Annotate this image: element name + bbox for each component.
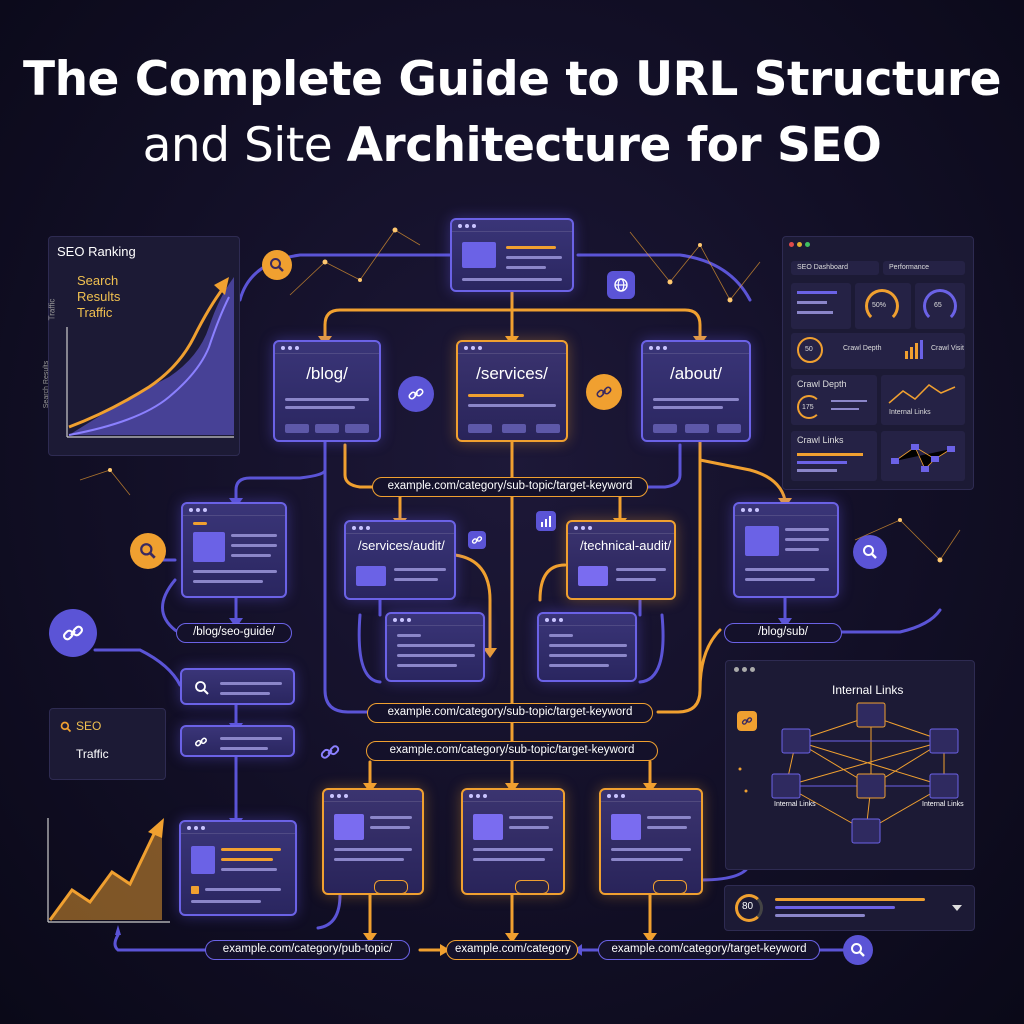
technical-audit-label: /technical-audit/ [580,538,672,553]
search-bubble-bottom[interactable] [843,935,873,965]
internal-links-label-right: Internal Links [922,801,964,808]
search-bubble-left[interactable] [130,533,166,569]
url-pill-top[interactable]: example.com/category/sub-topic/target-ke… [372,477,648,497]
score-value: 80 [742,901,754,912]
services-path-label: /services/ [476,364,548,383]
seo-dashboard-panel: SEO Dashboard Performance 50% 65 50 Craw… [782,236,974,490]
score-gauge [735,894,763,922]
url-pill-mid-2[interactable]: example.com/category/sub-topic/target-ke… [366,741,658,761]
blog-child-window[interactable] [181,502,287,598]
link-icon [195,737,207,747]
link-bubble-2[interactable] [586,374,622,410]
link-bubble-small[interactable] [468,531,486,549]
bottom-left-page-window[interactable] [179,820,297,916]
legend-traffic: Traffic [77,305,113,320]
seo-ranking-panel: SEO Ranking Search Results Traffic Traff… [43,236,240,456]
dashboard-performance-field[interactable]: Performance [883,261,965,275]
audit-detail-window-left[interactable] [385,612,485,682]
internal-link-graph [738,702,959,844]
blog-path-label: /blog/ [306,364,348,383]
chart-icon [541,516,551,527]
seo-traffic-panel: SEO Traffic [49,708,166,780]
technical-audit-window[interactable]: /technical-audit/ [566,520,676,600]
gauge-65 [923,289,957,323]
link-widget[interactable] [180,725,295,757]
link-icon [596,386,612,398]
services-audit-window[interactable]: /services/audit/ [344,520,456,600]
link-icon [471,536,483,544]
legend-results: Results [77,289,121,304]
chevron-down-icon[interactable] [951,904,963,912]
link-bubble-1[interactable] [398,376,434,412]
url-pill-bottom-center[interactable]: example.com/category [446,940,578,960]
search-bubble-topleft[interactable] [262,250,292,280]
search-icon [195,681,209,695]
blog-page-window[interactable]: /blog/ [273,340,381,442]
search-icon [60,721,72,733]
dashboard-search-field[interactable]: SEO Dashboard [791,261,879,275]
category-page-window-2[interactable] [461,788,565,895]
ranking-growth-chart [66,277,234,438]
globe-bubble[interactable] [607,271,635,299]
url-pill-bottom-right[interactable]: example.com/category/target-keyword [598,940,820,960]
link-bubble-mid[interactable] [316,738,344,766]
internal-links-title: Internal Links [832,683,904,697]
seo-ranking-title: SEO Ranking [57,244,136,259]
audit-detail-window-right[interactable] [537,612,637,682]
url-pill-seo-guide[interactable]: /blog/seo-guide/ [176,623,292,643]
link-icon [62,625,84,641]
category-page-window-3[interactable] [599,788,703,895]
search-bubble-right[interactable] [853,535,887,569]
link-bubble-large[interactable] [49,609,97,657]
link-icon [741,717,753,725]
seo-score-bar: 80 [724,885,975,931]
link-icon [408,388,424,400]
legend-search: Search [77,273,119,288]
url-pill-blog-sub[interactable]: /blog/sub/ [724,623,842,643]
about-child-window[interactable] [733,502,839,598]
chart-bubble[interactable] [536,511,556,531]
search-icon [851,943,865,957]
traffic-growth-chart [47,818,170,923]
gauge-50-percent [865,289,899,323]
url-pill-mid-1[interactable]: example.com/category/sub-topic/target-ke… [367,703,653,723]
services-page-window[interactable]: /services/ [456,340,568,442]
url-pill-bottom-left[interactable]: example.com/category/pub-topic/ [205,940,410,960]
search-widget[interactable] [180,668,295,705]
internal-links-panel: Internal Links Internal Links Internal L… [725,660,975,870]
link-bubble-panel[interactable] [737,711,757,731]
seo-label: SEO [76,719,102,733]
services-audit-label: /services/audit/ [358,538,445,553]
search-icon [270,258,284,272]
category-page-window-1[interactable] [322,788,424,895]
page-subtitle: and Site Architecture for SEO [142,118,882,173]
gauge-50 [797,337,823,363]
about-page-window[interactable]: /about/ [641,340,751,442]
about-path-label: /about/ [670,364,722,383]
search-icon [863,545,877,559]
page-title: The Complete Guide to URL Structure [23,52,1001,107]
search-icon [140,543,156,559]
internal-links-label-left: Internal Links [774,801,816,808]
link-icon [320,745,340,759]
globe-icon [614,278,628,292]
traffic-label: Traffic [76,747,109,761]
root-page-window[interactable] [450,218,574,292]
